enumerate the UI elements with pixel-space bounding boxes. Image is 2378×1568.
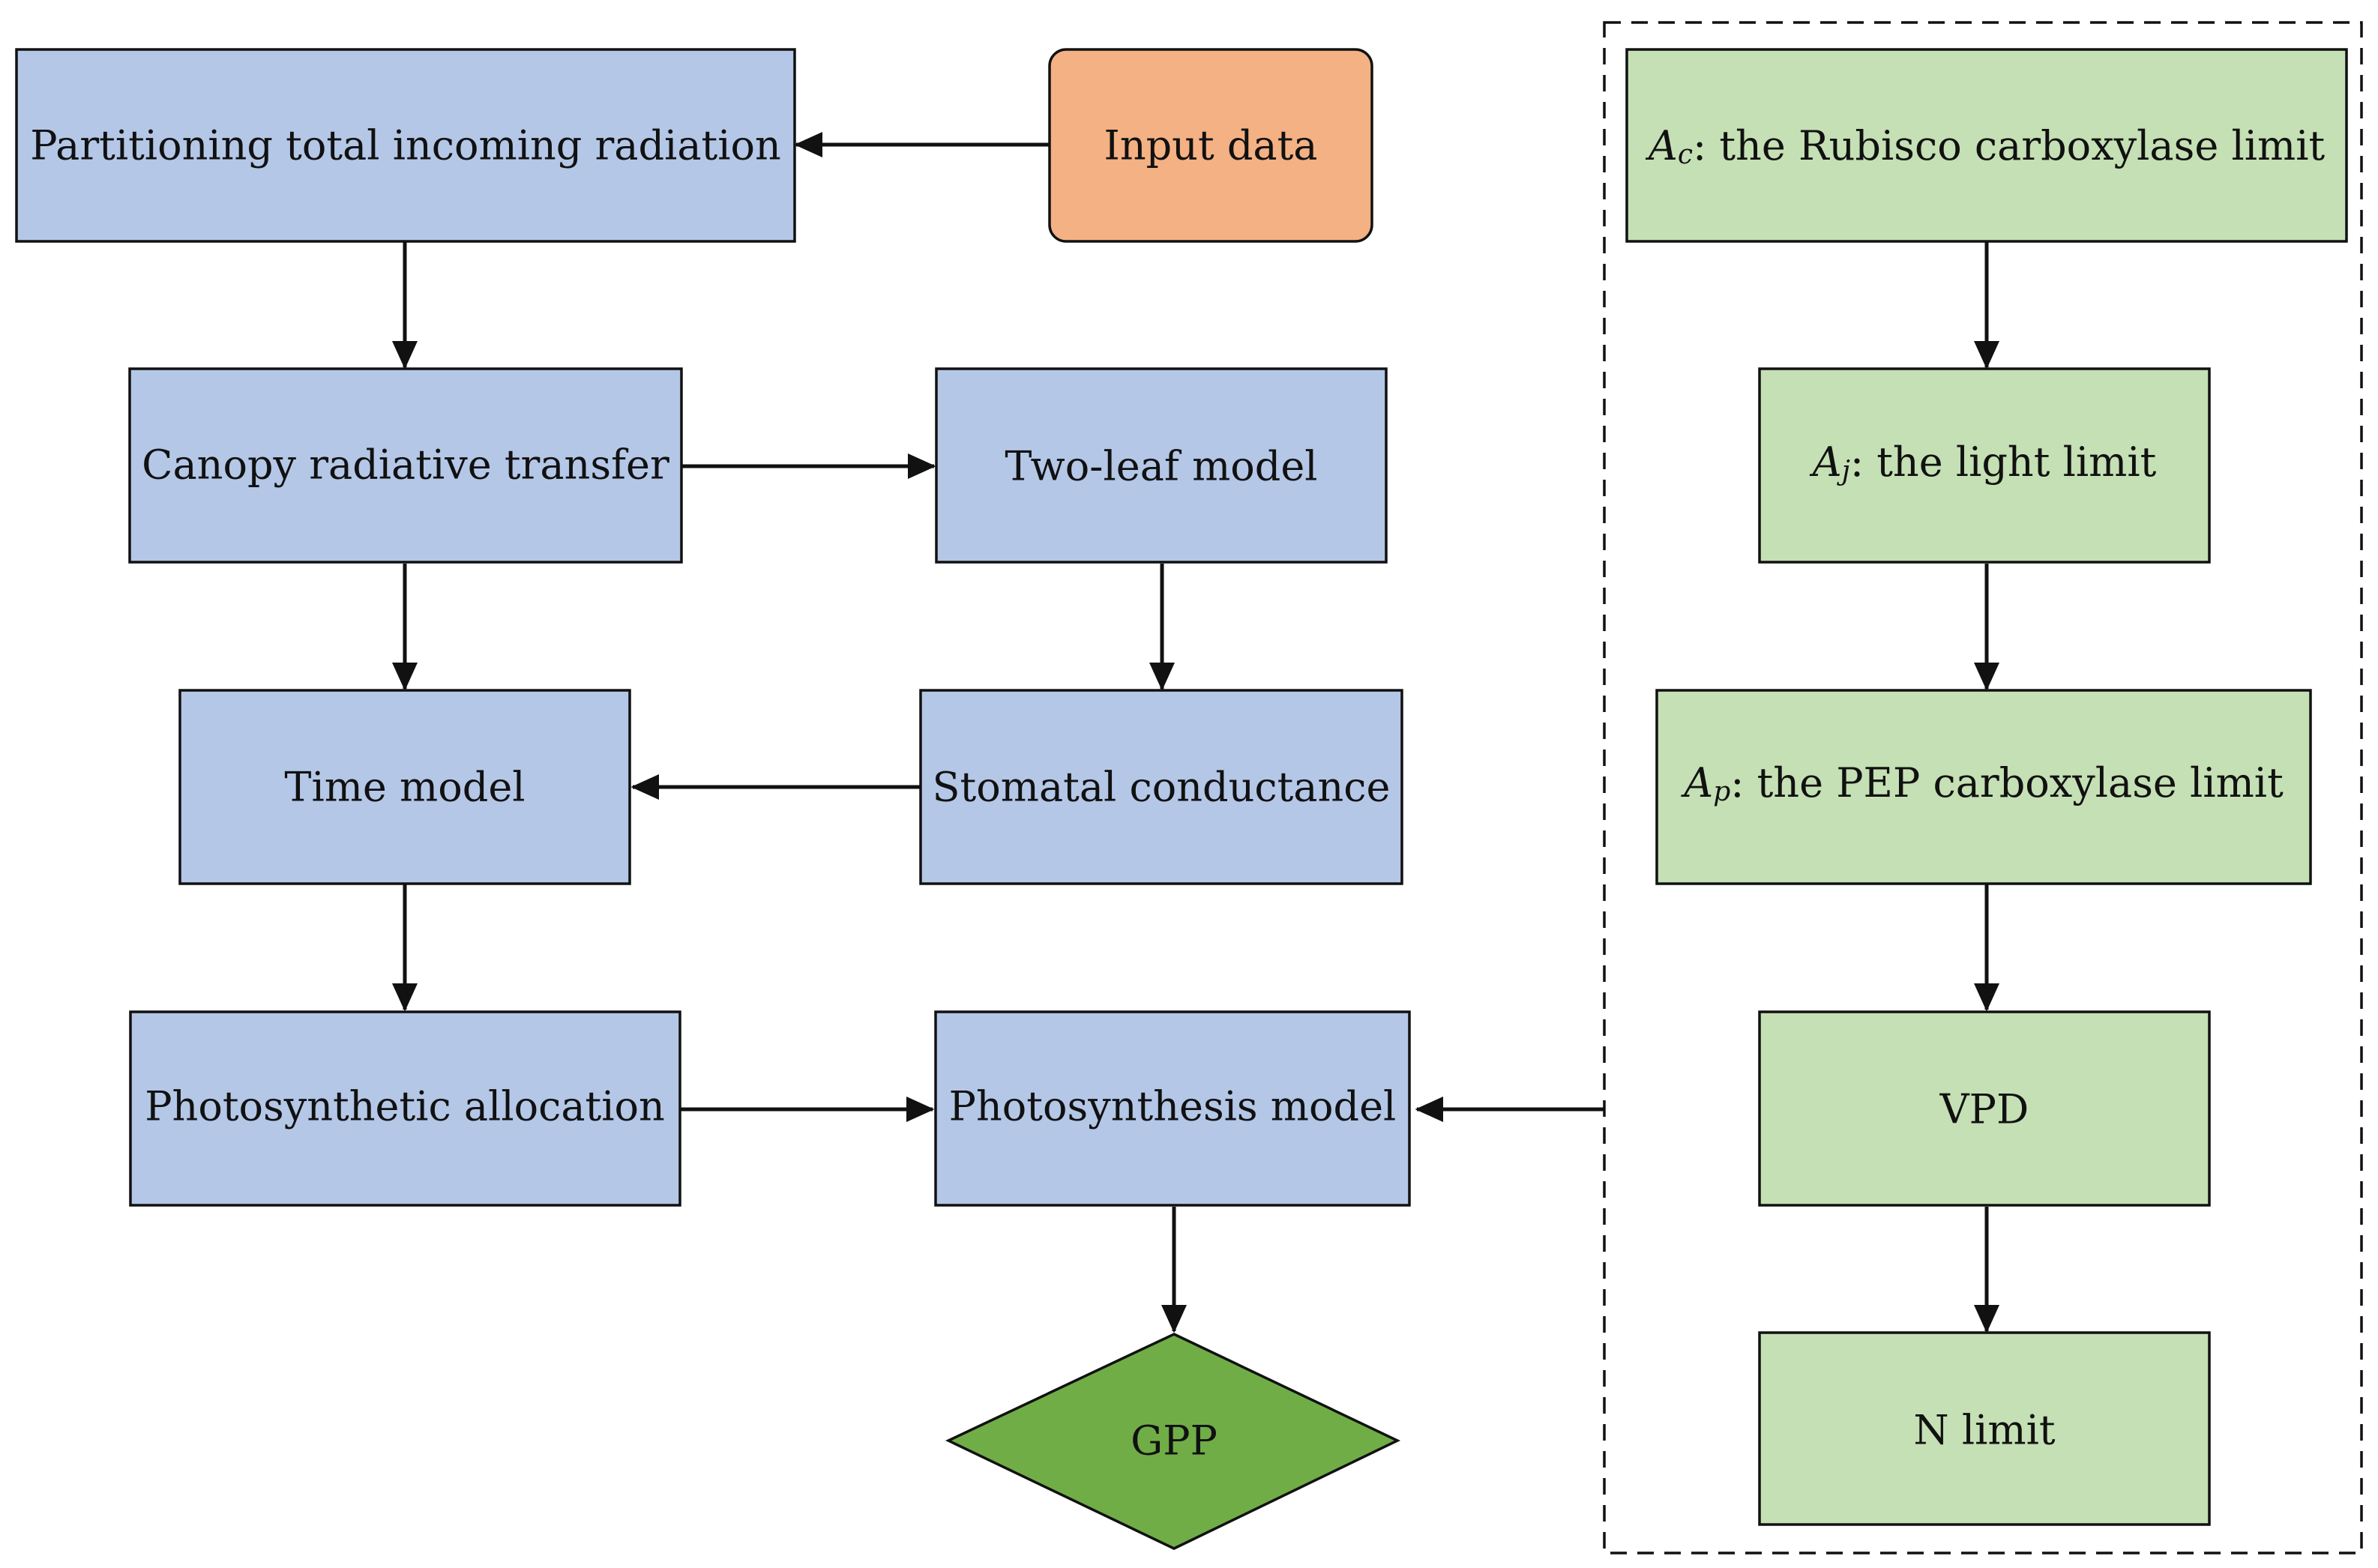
limits-group-border: [1603, 21, 2363, 1555]
node-aj-shape: [1758, 367, 2211, 564]
node-aj-symbol: A: [1809, 438, 1842, 486]
node-input-label: Input data: [1104, 122, 1318, 169]
node-partitioning-shape: [15, 48, 796, 243]
node-gpp-shape: [945, 1333, 1401, 1550]
node-vpd: VPD: [1758, 1010, 2211, 1207]
node-canopy-label: Canopy radiative transfer: [142, 441, 669, 489]
node-aj: Aj: the light limit: [1758, 367, 2211, 564]
node-allocation-label: Photosynthetic allocation: [145, 1083, 665, 1130]
node-two-leaf-label: Two-leaf model: [1005, 443, 1317, 490]
node-ac-subscript: c: [1678, 139, 1693, 170]
node-stomatal: Stomatal conductance: [919, 689, 1403, 885]
node-photosynthesis-shape: [934, 1010, 1411, 1207]
node-ac-symbol: A: [1645, 122, 1678, 169]
node-ap-symbol: A: [1680, 759, 1713, 806]
node-ap-label: Ap: the PEP carboxylase limit: [1680, 759, 2284, 807]
node-canopy-shape: [128, 367, 683, 564]
edges: [392, 132, 1999, 1333]
node-time-model-label: Time model: [284, 764, 525, 811]
node-vpd-shape: [1758, 1010, 2211, 1207]
node-ap-shape: [1655, 689, 2312, 885]
node-aj-text: : the light limit: [1850, 438, 2157, 486]
node-vpd-label: VPD: [1939, 1086, 2029, 1133]
node-n-limit-shape: [1758, 1331, 2211, 1526]
node-two-leaf: Two-leaf model: [935, 367, 1388, 564]
node-ac-label: Ac: the Rubisco carboxylase limit: [1645, 122, 2326, 170]
node-stomatal-label: Stomatal conductance: [933, 764, 1391, 811]
node-ap: Ap: the PEP carboxylase limit: [1655, 689, 2312, 885]
node-gpp: GPP: [945, 1333, 1401, 1550]
node-n-limit-label: N limit: [1913, 1407, 2055, 1454]
node-photosynthesis: Photosynthesis model: [934, 1010, 1411, 1207]
node-partitioning: Partitioning total incoming radiation: [15, 48, 796, 243]
node-photosynthesis-label: Photosynthesis model: [949, 1083, 1397, 1130]
node-input: Input data: [1048, 48, 1373, 243]
node-input-shape: [1048, 48, 1373, 243]
node-aj-label: Aj: the light limit: [1809, 438, 2157, 486]
node-time-model: Time model: [178, 689, 631, 885]
node-allocation: Photosynthetic allocation: [129, 1010, 681, 1207]
node-n-limit: N limit: [1758, 1331, 2211, 1526]
node-ac: Ac: the Rubisco carboxylase limit: [1625, 48, 2348, 243]
node-partitioning-label: Partitioning total incoming radiation: [30, 122, 781, 169]
node-gpp-label: GPP: [1131, 1417, 1217, 1465]
node-canopy: Canopy radiative transfer: [128, 367, 683, 564]
node-ap-subscript: p: [1713, 777, 1730, 807]
node-allocation-shape: [129, 1010, 681, 1207]
node-time-model-shape: [178, 689, 631, 885]
node-ap-text: : the PEP carboxylase limit: [1730, 759, 2284, 806]
node-ac-shape: [1625, 48, 2348, 243]
node-two-leaf-shape: [935, 367, 1388, 564]
node-ac-text: : the Rubisco carboxylase limit: [1693, 122, 2325, 169]
node-stomatal-shape: [919, 689, 1403, 885]
